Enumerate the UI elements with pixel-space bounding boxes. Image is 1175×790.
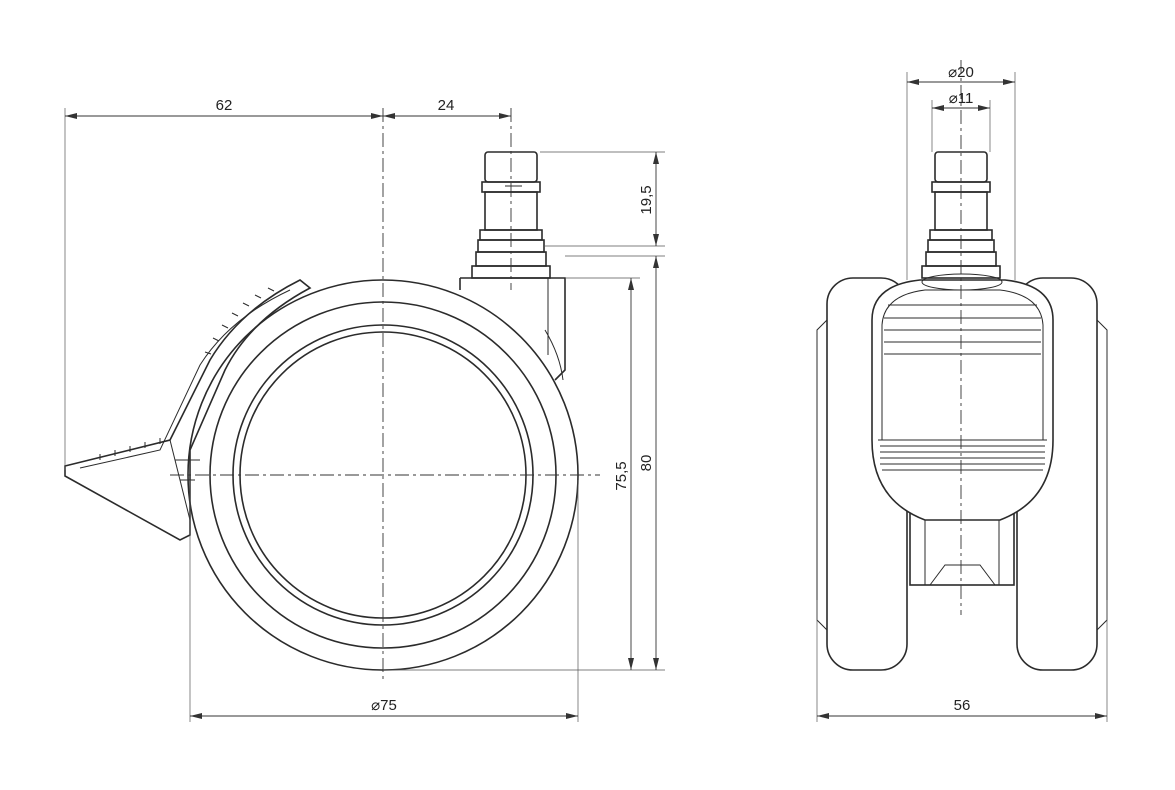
housing-top-vents: [884, 304, 1041, 355]
brake-lever-inner: [79, 289, 291, 469]
right-wheel-hub: [1096, 319, 1108, 631]
brake-ribs: [99, 287, 275, 460]
dim-label-dia75: ⌀75: [371, 697, 397, 714]
dim-label-80: 80: [638, 455, 655, 472]
dim-label-75-5: 75,5: [613, 461, 630, 490]
bracket-notch: [929, 564, 996, 586]
housing-curve: [544, 329, 564, 381]
dim-label-62: 62: [216, 97, 233, 114]
housing-front: [871, 273, 1054, 521]
side-view: 62 24 19,5 75,5 80 ⌀75: [64, 97, 665, 722]
brake-body: [169, 439, 200, 521]
dim-label-56: 56: [954, 697, 971, 714]
dim-label-24: 24: [438, 97, 455, 114]
dim-label-19-5: 19,5: [638, 185, 655, 214]
housing-inner: [881, 289, 1044, 441]
stem-socket: [921, 273, 1003, 291]
dim-label-dia20: ⌀20: [948, 64, 974, 81]
housing-bottom-vents: [880, 445, 1045, 471]
brake-lever: [64, 279, 312, 541]
brake-pedal: [64, 279, 312, 541]
housing-outline: [871, 279, 1054, 521]
left-wheel-hub: [816, 319, 828, 631]
front-view: ⌀20 ⌀11 56: [816, 60, 1108, 722]
dim-label-dia11: ⌀11: [949, 90, 974, 107]
